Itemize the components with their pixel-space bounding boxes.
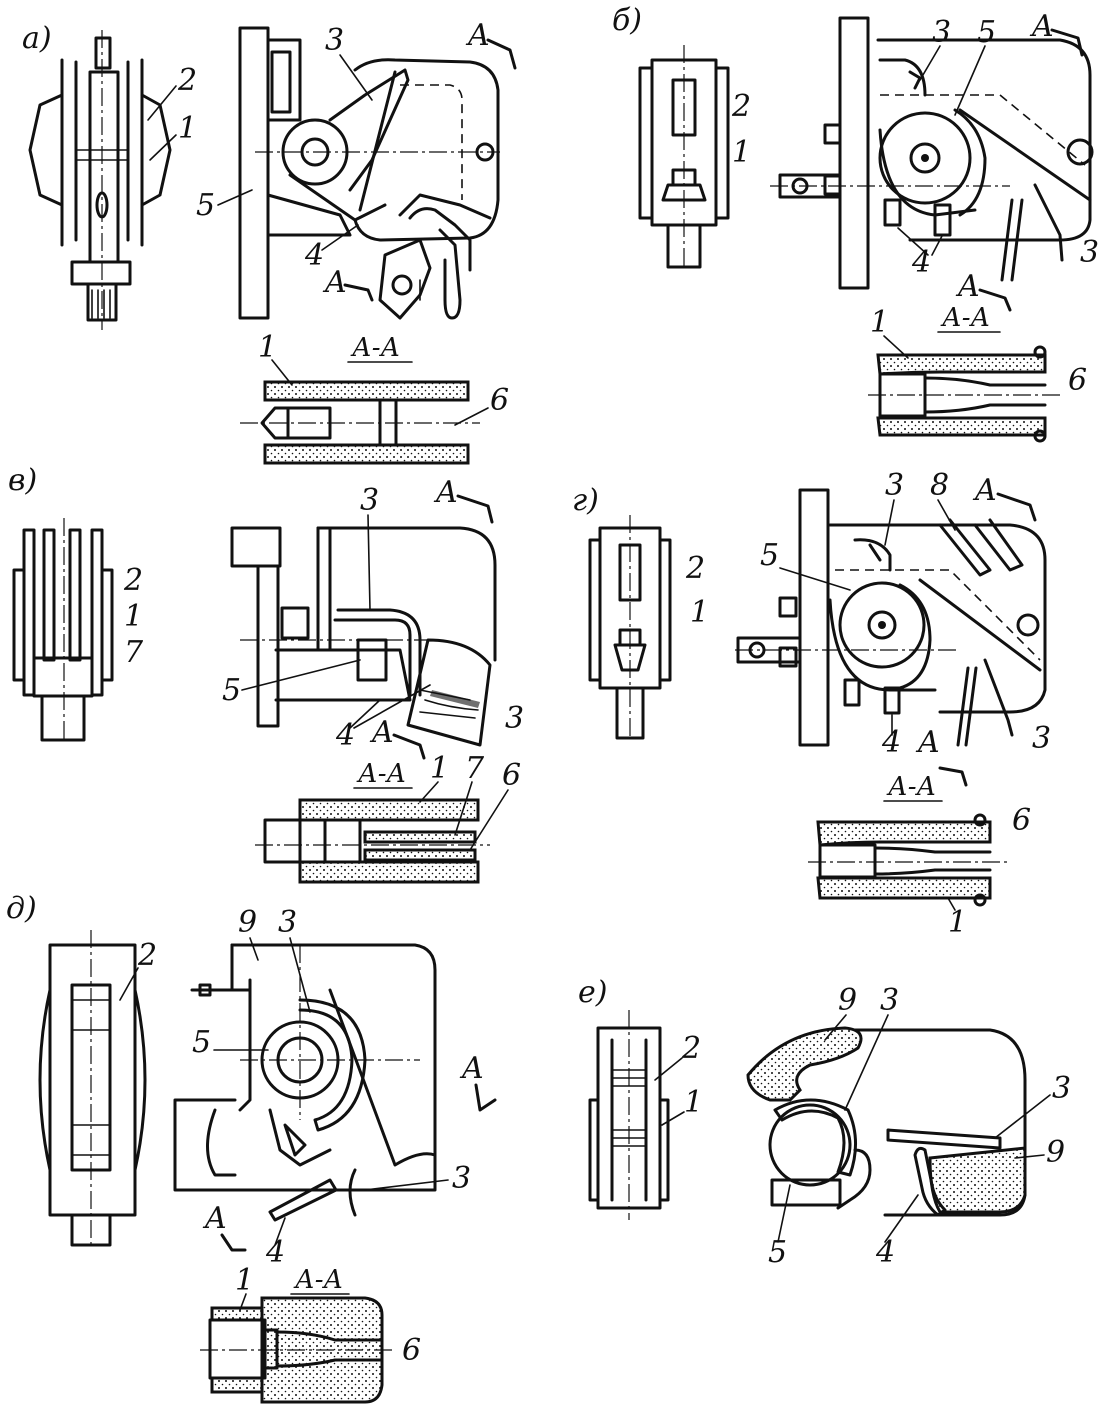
part-label-9: 9 — [1046, 1135, 1065, 1170]
part-label-6: 6 — [1012, 803, 1031, 838]
section-title: А-А — [940, 303, 990, 333]
part-label-3: 3 — [325, 23, 344, 58]
part-label-1: 1 — [684, 1085, 703, 1120]
part-label-3: 3 — [360, 483, 379, 518]
part-label-2: 2 — [123, 563, 143, 598]
part-label-1: 1 — [690, 595, 709, 630]
part-label-6: 6 — [402, 1333, 421, 1368]
part-label-6: 6 — [502, 758, 521, 793]
section-title: А-А — [293, 1265, 343, 1295]
panel-a-section: А-А 1 6 — [240, 330, 509, 465]
part-label-3: 3 — [1080, 235, 1098, 270]
part-label-7: 7 — [465, 751, 485, 786]
part-label-3: 3 — [932, 15, 951, 50]
panel-a-side-view — [238, 26, 500, 320]
panel-v-front-view — [12, 518, 114, 742]
panel-d-side-view — [173, 943, 437, 1222]
part-label-1: 1 — [870, 305, 889, 340]
panel-b-label: б) — [612, 3, 642, 38]
section-mark-a: A — [433, 475, 458, 510]
panel-v-side-view — [230, 526, 497, 747]
part-label-5: 5 — [977, 15, 996, 50]
panel-e-side-view — [746, 1026, 1027, 1217]
part-label-1: 1 — [732, 135, 751, 170]
panel-g: г) — [572, 468, 1051, 940]
part-label-3: 3 — [885, 468, 904, 503]
part-label-1: 1 — [124, 599, 143, 634]
part-label-4: 4 — [265, 1235, 285, 1270]
panel-v-section: А-А 1 7 6 — [255, 751, 521, 884]
panel-g-side-view — [735, 488, 1047, 747]
panel-b-front-view — [638, 45, 730, 270]
panel-g-label: г) — [572, 483, 599, 518]
section-mark-a: A — [465, 18, 490, 53]
part-label-3: 3 — [1032, 721, 1051, 756]
part-label-1: 1 — [235, 1263, 254, 1298]
panel-v-label: в) — [8, 463, 37, 498]
part-label-4: 4 — [881, 725, 901, 760]
panel-v: в) 2 1 7 3 — [8, 463, 524, 884]
section-mark-a: A — [369, 715, 394, 750]
panel-b-side-view — [770, 16, 1094, 290]
section-mark-a: A — [972, 473, 997, 508]
part-label-3: 3 — [278, 905, 297, 940]
part-label-4: 4 — [335, 718, 355, 753]
panel-e-label: е) — [578, 975, 607, 1010]
part-label-9: 9 — [238, 905, 257, 940]
part-label-4: 4 — [911, 245, 931, 280]
part-label-3: 3 — [880, 983, 899, 1018]
panel-e-front-view — [588, 1010, 670, 1220]
part-label-1: 1 — [258, 330, 277, 365]
part-label-2: 2 — [177, 63, 197, 98]
panel-a-front-view — [28, 30, 172, 330]
part-label-5: 5 — [768, 1235, 787, 1270]
section-mark-a: A — [202, 1201, 227, 1236]
part-label-9: 9 — [838, 983, 857, 1018]
panel-a: а) — [22, 18, 517, 465]
part-label-6: 6 — [490, 383, 509, 418]
panel-b-section: А-А 1 6 — [868, 303, 1087, 443]
part-label-3: 3 — [452, 1161, 471, 1196]
part-label-8: 8 — [930, 468, 949, 503]
part-label-2: 2 — [681, 1031, 701, 1066]
section-title: А-А — [350, 333, 400, 363]
part-label-6: 6 — [1068, 363, 1087, 398]
panel-d-label: д) — [6, 891, 37, 926]
panel-d-section: А-А 1 6 — [200, 1263, 421, 1404]
section-mark-a: A — [955, 269, 980, 304]
part-label-5: 5 — [192, 1025, 211, 1060]
part-label-1: 1 — [178, 111, 197, 146]
part-label-2: 2 — [685, 551, 705, 586]
part-label-2: 2 — [137, 938, 157, 973]
panel-g-section: А-А 6 1 — [808, 772, 1031, 940]
panel-a-label: а) — [22, 21, 52, 56]
part-label-5: 5 — [760, 538, 779, 573]
part-label-1: 1 — [948, 905, 967, 940]
section-title: А-А — [356, 759, 406, 789]
section-mark-a: A — [1029, 9, 1054, 44]
panel-d-front-view — [38, 930, 147, 1247]
section-title: А-А — [886, 772, 936, 802]
section-mark-a: A — [459, 1051, 484, 1086]
part-label-7: 7 — [124, 635, 144, 670]
part-label-3: 3 — [1052, 1071, 1071, 1106]
part-label-2: 2 — [731, 89, 751, 124]
part-label-3: 3 — [505, 701, 524, 736]
part-label-4: 4 — [875, 1235, 895, 1270]
part-label-5: 5 — [222, 673, 241, 708]
section-mark-a: A — [915, 725, 940, 760]
panel-d: д) 2 — [6, 891, 497, 1404]
part-label-4: 4 — [304, 238, 324, 273]
part-label-1: 1 — [430, 751, 449, 786]
part-label-5: 5 — [196, 188, 215, 223]
section-mark-a: A — [322, 265, 347, 300]
panel-e: е) 2 1 9 3 3 9 — [578, 975, 1071, 1270]
panel-g-front-view — [588, 515, 672, 740]
panel-b: б) — [612, 3, 1098, 443]
